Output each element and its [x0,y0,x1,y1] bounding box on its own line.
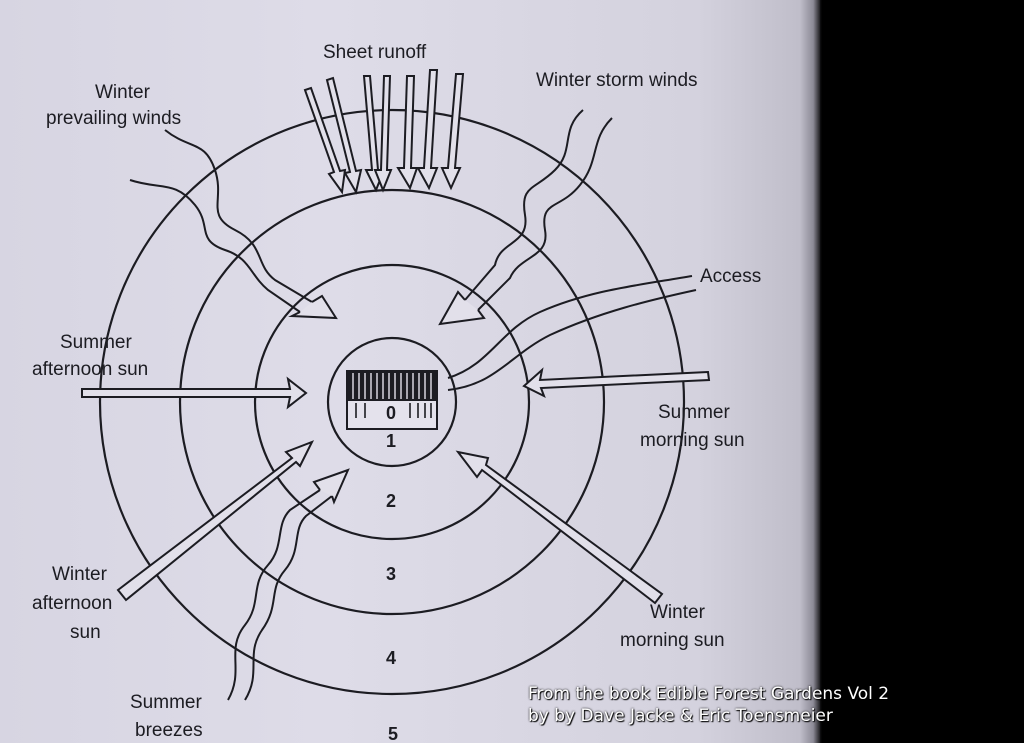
source-credit: From the book Edible Forest Gardens Vol … [528,683,889,727]
zone-2-label: 2 [386,491,396,511]
zone-4-circle [98,108,686,696]
summer-breezes-arrow [227,468,350,701]
sheet-runoff-arrows [303,69,465,195]
winter-afternoon-sun-label-3: sun [70,622,101,643]
access-label: Access [700,266,761,287]
winter-prevailing-winds-label-2: prevailing winds [46,108,181,129]
summer-afternoon-sun-label-2: afternoon sun [32,359,148,380]
winter-morning-sun-arrow [455,450,664,605]
house-icon [346,370,438,430]
credit-line-2: by by Dave Jacke & Eric Toensmeier [528,706,833,726]
zone-1-label: 1 [386,431,396,451]
winter-storm-winds-arrow [438,109,613,326]
sheet-runoff-label: Sheet runoff [323,42,427,63]
winter-prevailing-winds-label-1: Winter [95,82,151,103]
summer-breezes-label-1: Summer [130,692,202,713]
summer-breezes-label-2: breezes [135,720,203,741]
winter-morning-sun-label-1: Winter [650,602,706,623]
winter-prevailing-winds-arrow [129,129,338,320]
zone-1-circle [326,336,458,468]
zone-0-label: 0 [386,403,396,423]
zone-3-circle [178,188,606,616]
winter-afternoon-sun-label-1: Winter [52,564,108,585]
zone-4-label: 4 [386,648,396,668]
credit-line-1: From the book Edible Forest Gardens Vol … [528,684,890,704]
summer-afternoon-sun-arrow [81,376,308,410]
zone-2-circle [253,263,531,541]
summer-morning-sun-arrow [522,367,711,399]
summer-afternoon-sun-label-1: Summer [60,332,132,353]
winter-storm-winds-label: Winter storm winds [536,70,698,91]
summer-morning-sun-label-1: Summer [658,402,730,423]
winter-afternoon-sun-label-2: afternoon [32,593,112,614]
zone-3-label: 3 [386,564,396,584]
summer-morning-sun-label-2: morning sun [640,430,745,451]
zone-5-label: 5 [388,724,398,743]
page-edge-shadow [800,0,822,743]
winter-afternoon-sun-arrow [116,440,315,602]
access-path [447,275,697,391]
winter-morning-sun-label-2: morning sun [620,630,725,651]
